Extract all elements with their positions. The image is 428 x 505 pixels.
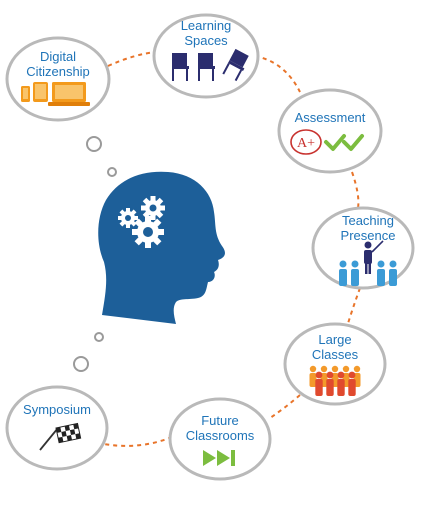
learning-spaces-line2: Spaces [184,33,228,48]
chairs-icon [172,48,249,82]
gear-small [118,208,138,228]
flag-pole [39,427,59,451]
symposium-line1: Symposium [23,402,91,417]
connector-future-symposium [103,436,173,447]
future-classrooms-line2: Classrooms [185,428,255,443]
thought-dot-top-small [107,167,117,177]
connector-citizenship-spaces [107,51,157,67]
learning-spaces-line1: Learning [180,18,232,33]
connector-assessment-teaching [351,171,360,209]
connector-large-future [269,394,301,419]
checkmark-1 [324,134,346,151]
thought-dot-bottom-large [73,356,89,372]
digital-citizenship-line1: Digital [39,49,77,64]
grade-checkmarks-icon: A+ [290,129,364,155]
future-classrooms-label: Future Classrooms [170,413,270,443]
audience-figures [339,260,397,286]
symposium-label: Symposium [7,402,107,417]
chair-1 [172,53,189,81]
head-silhouette [98,171,225,324]
teaching-presence-line2: Presence [340,228,396,243]
connector-spaces-assessment [254,55,301,93]
gear-medium [141,196,165,220]
devices-icon [21,82,90,106]
large-classes-label: Large Classes [285,332,385,362]
fast-forward-icon [203,450,235,466]
bubble-future-classrooms [168,397,272,481]
thought-dot-bottom-small [94,332,104,342]
learning-spaces-label: Learning Spaces [156,18,256,48]
crowd-icon [309,365,361,396]
checkmark-2 [342,134,364,151]
teaching-presence-label: Teaching Presence [318,213,418,243]
bubble-assessment [277,88,383,174]
teaching-presence-line1: Teaching [341,213,395,228]
chair-2 [198,53,215,81]
bubble-teaching-presence [311,206,415,290]
digital-citizenship-label: Digital Citizenship [8,49,108,79]
teacher-figure [364,241,372,274]
teacher-audience-icon [339,240,397,286]
large-classes-line2: Classes [311,347,359,362]
head-with-gears-icon [98,171,225,324]
gear-large [132,216,164,248]
digital-citizenship-line2: Citizenship [26,64,90,79]
large-classes-line1: Large [318,332,352,347]
thought-dots [73,136,117,372]
connector-teaching-large [345,287,361,331]
grade-circle [290,129,322,155]
thought-dot-top-large [86,136,102,152]
checkered-flag-icon [39,422,82,451]
teacher-pointer [371,240,384,253]
grade-text: A+ [297,136,315,151]
assessment-label: Assessment [280,110,380,125]
assessment-line1: Assessment [294,110,366,125]
chair-3-tilted [222,48,249,82]
future-classrooms-line1: Future [201,413,239,428]
